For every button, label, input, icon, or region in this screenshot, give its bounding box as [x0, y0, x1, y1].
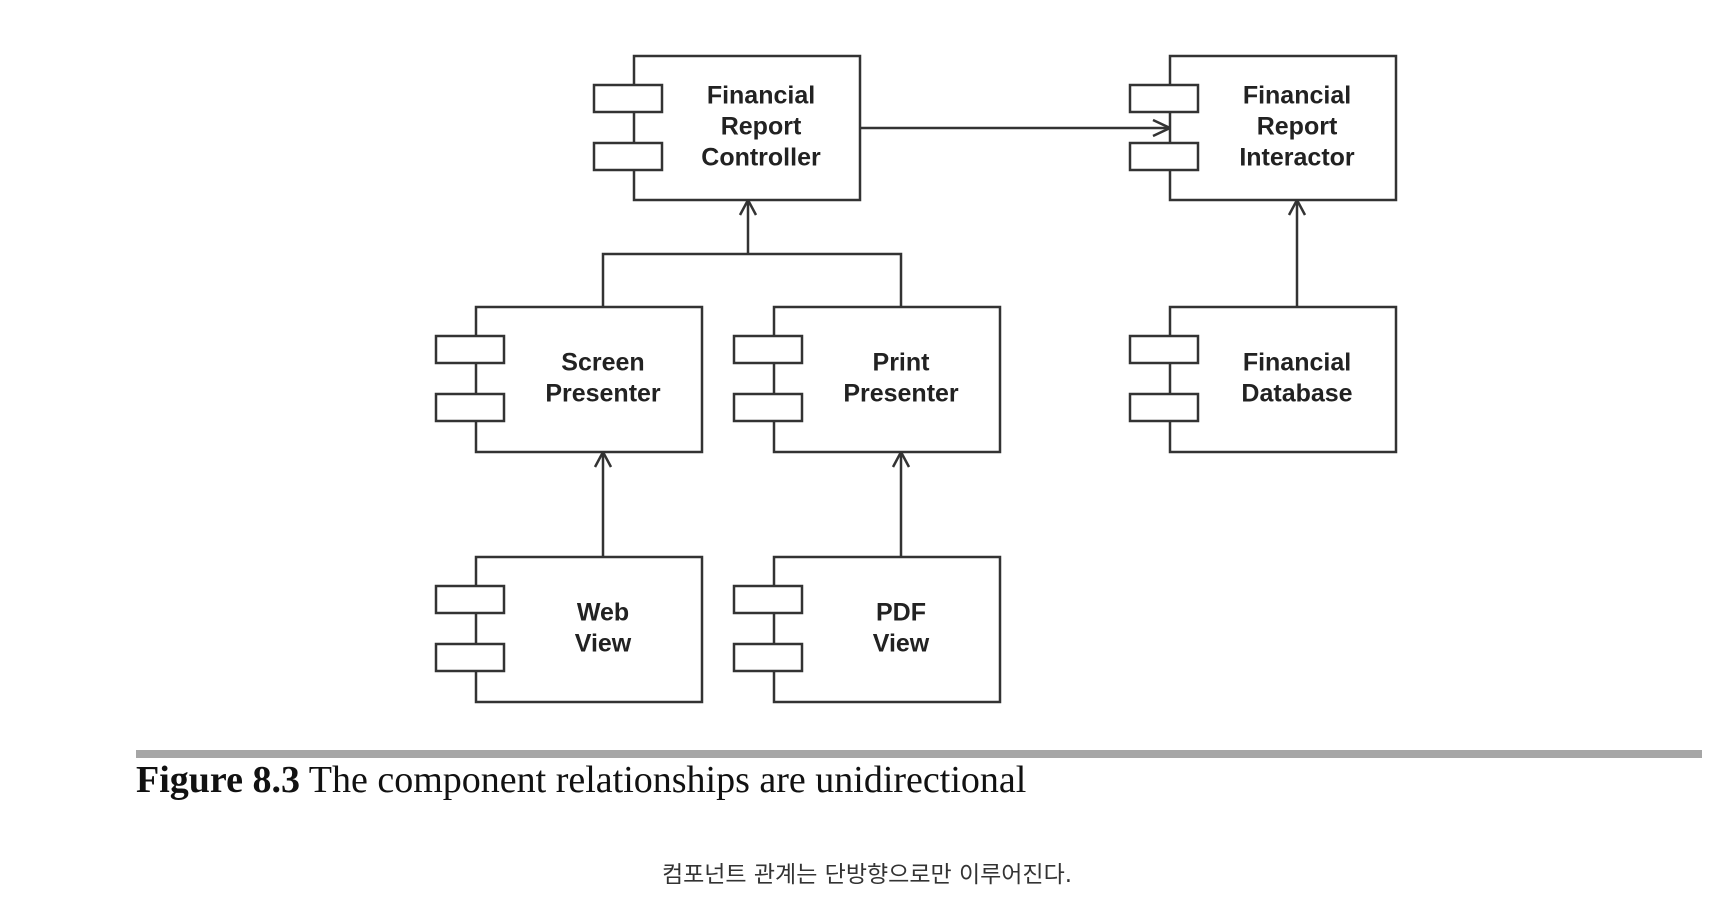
pdf-view-component: PDF View: [732, 555, 1002, 704]
pdf-view-box: [772, 555, 1002, 704]
financial-database-label-line: Database: [1241, 380, 1352, 408]
financial-report-interactor-label-line: Report: [1257, 113, 1338, 141]
financial-database-box: [1168, 305, 1398, 454]
screen-presenter-box: [474, 305, 704, 454]
arrow-controller-to-interactor: [860, 118, 1173, 138]
web-view-label-line: Web: [577, 599, 629, 627]
financial-report-controller-label-line: Financial: [707, 82, 815, 110]
component-tab-icon: [434, 334, 506, 365]
print-presenter-label-line: Presenter: [843, 380, 959, 408]
financial-report-controller-box: [632, 54, 862, 202]
component-boxes: FinancialReportControllerFinancialReport…: [434, 54, 1398, 704]
component-tab-icon: [434, 392, 506, 423]
screen-presenter-label-line: Presenter: [545, 380, 661, 408]
component-tab-icon: [732, 392, 804, 423]
print-presenter-box: [772, 305, 1002, 454]
arrow-database-to-interactor: [1287, 197, 1307, 307]
component-tab-icon: [732, 584, 804, 615]
component-tab-icon: [1128, 392, 1200, 423]
financial-database-label-line: Financial: [1243, 349, 1351, 377]
component-tab-icon: [1128, 334, 1200, 365]
financial-report-interactor-label-line: Interactor: [1239, 144, 1355, 172]
arrow-presenters-to-controller-line: [601, 252, 903, 307]
arrow-presenters-to-controller: [601, 197, 903, 307]
component-tab-icon: [732, 334, 804, 365]
web-view-box: [474, 555, 704, 704]
component-tab-icon: [732, 642, 804, 673]
component-tab-icon: [434, 642, 506, 673]
pdf-view-label-line: PDF: [876, 599, 926, 627]
print-presenter-label-line: Print: [873, 349, 931, 377]
financial-report-controller-label-line: Report: [721, 113, 802, 141]
financial-report-interactor-label-line: Financial: [1243, 82, 1351, 110]
financial-report-controller-label-line: Controller: [701, 144, 821, 172]
component-tab-icon: [1128, 83, 1200, 114]
arrow-webview-to-screen-presenter: [593, 449, 613, 557]
component-tab-icon: [592, 83, 664, 114]
caption-text: The component relationships are unidirec…: [308, 759, 1027, 801]
pdf-view-label-line: View: [873, 630, 930, 658]
korean-translation: 컴포넌트 관계는 단방향으로만 이루어진다.: [661, 862, 1073, 888]
caption-label: Figure 8.3: [136, 759, 300, 801]
component-tab-icon: [592, 141, 664, 172]
screen-presenter-label-line: Screen: [561, 349, 644, 377]
figure-caption: Figure 8.3 The component relationships a…: [136, 758, 1026, 804]
arrow-pdfview-to-print-presenter: [891, 449, 911, 557]
web-view-label-line: View: [575, 630, 632, 658]
financial-report-interactor-box: [1168, 54, 1398, 202]
caption-rule: [136, 750, 1702, 758]
component-tab-icon: [434, 584, 506, 615]
dependency-arrows: [593, 118, 1307, 557]
component-tab-icon: [1128, 141, 1200, 172]
